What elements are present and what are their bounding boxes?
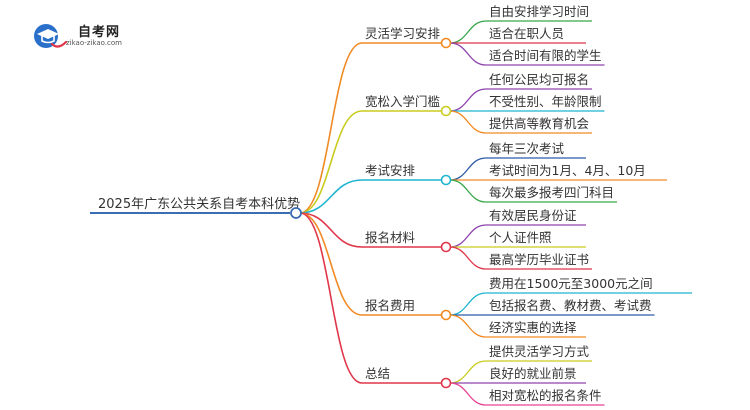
connector-root-1 <box>299 42 363 214</box>
leaf-label-3-3: 每次最多报考四门科目 <box>489 185 614 200</box>
connector-branch-3-3 <box>449 179 487 203</box>
connector-branch-1-3 <box>449 42 487 66</box>
logo-subtitle: zikao-zikao.com <box>66 39 122 47</box>
leaf-label-3-1: 每年三次考试 <box>489 141 565 156</box>
leaf-label-1-1: 自由安排学习时间 <box>489 4 589 19</box>
leaf-label-5-1: 费用在1500元至3000元之间 <box>489 276 653 291</box>
leaf-label-4-1: 有效居民身份证 <box>489 208 577 223</box>
connector-branch-5-1 <box>449 292 487 316</box>
leaf-label-3-2: 考试时间为1月、4月、10月 <box>489 163 646 178</box>
connector-branch-2-3 <box>449 110 487 134</box>
connector-branch-6-1 <box>449 360 487 384</box>
branch-node-1 <box>440 37 452 49</box>
leaf-label-1-2: 适合在职人员 <box>489 26 564 41</box>
branch-label-6: 总结 <box>365 366 390 381</box>
branch-node-2 <box>440 105 452 117</box>
connector-root-3 <box>299 179 363 214</box>
branch-label-1: 灵活学习安排 <box>365 26 441 41</box>
leaf-label-5-2: 包括报名费、教材费、考试费 <box>489 298 652 313</box>
leaf-label-4-3: 最高学历毕业证书 <box>489 252 589 267</box>
branch-node-5 <box>440 309 452 321</box>
leaf-label-5-3: 经济实惠的选择 <box>489 320 577 335</box>
leaf-label-1-3: 适合时间有限的学生 <box>489 48 602 63</box>
site-logo[interactable]: 自考网 zikao-zikao.com <box>32 18 142 54</box>
connector-branch-6-3 <box>449 382 487 406</box>
branch-node-6 <box>440 377 452 389</box>
leaf-label-2-1: 任何公民均可报名 <box>489 72 589 87</box>
root-label: 2025年广东公共关系自考本科优势 <box>98 196 300 212</box>
leaf-label-6-3: 相对宽松的报名条件 <box>489 388 602 403</box>
branch-label-3: 考试安排 <box>365 163 416 178</box>
connector-branch-4-3 <box>449 246 487 270</box>
branch-label-2: 宽松入学门槛 <box>365 94 440 109</box>
leaf-label-2-3: 提供高等教育机会 <box>489 116 590 131</box>
connector-branch-5-3 <box>449 314 487 338</box>
connector-branch-2-1 <box>449 88 487 112</box>
leaf-label-4-2: 个人证件照 <box>489 230 552 245</box>
branch-node-3 <box>440 174 452 186</box>
connector-root-4 <box>299 212 363 248</box>
connector-branch-3-1 <box>449 157 487 181</box>
connector-root-2 <box>299 110 363 214</box>
branch-label-4: 报名材料 <box>365 230 416 245</box>
leaf-label-6-1: 提供灵活学习方式 <box>489 344 590 359</box>
connector-root-5 <box>299 212 363 316</box>
connector-branch-4-1 <box>449 224 487 248</box>
branch-node-4 <box>440 241 452 253</box>
connector-root-6 <box>299 212 363 384</box>
leaf-label-2-2: 不受性别、年龄限制 <box>489 94 602 109</box>
connector-branch-1-1 <box>449 20 487 44</box>
graduation-cap-icon <box>34 24 68 48</box>
root-node <box>290 207 302 219</box>
logo-title: 自考网 <box>78 25 121 40</box>
leaf-label-6-2: 良好的就业前景 <box>489 366 577 381</box>
branch-label-5: 报名费用 <box>365 298 415 313</box>
